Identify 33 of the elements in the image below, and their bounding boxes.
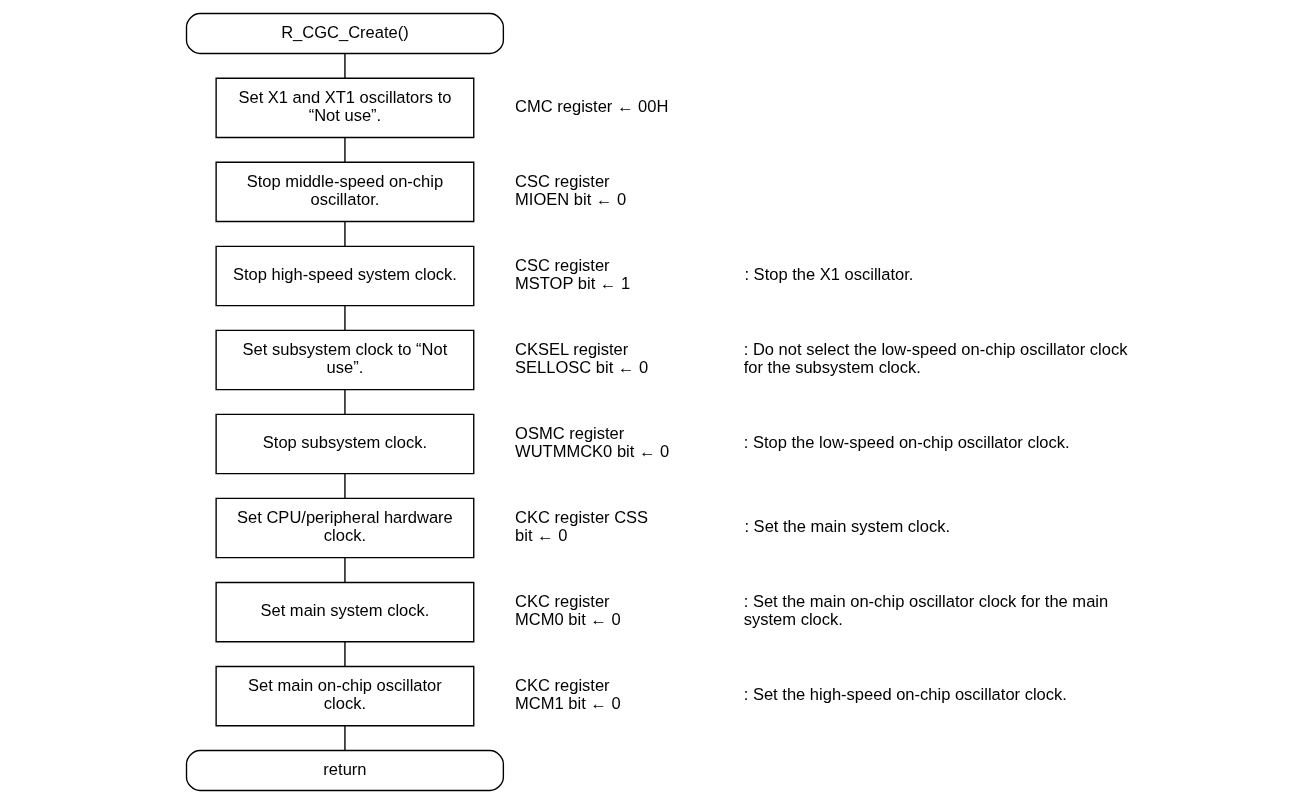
node-label: CKC register CSS bit ← 0 [515,508,649,546]
connector [344,557,346,583]
label: : Stop the X1 oscillator. [744,265,914,285]
node-label: CMC register ← 00H [515,97,669,117]
node-box: Stop high-speed system clock. [215,245,475,307]
node-box: R_CGC_Create() [185,12,505,55]
connector [344,641,346,667]
connector [344,725,346,752]
node-box: Stop middle-speed on-chip oscillator. [215,161,475,223]
node-box: Stop subsystem clock. [215,413,475,475]
node-label: CKC register MCM0 bit ← 0 [515,592,621,630]
node-box: Set CPU/peripheral hardware clock. [215,497,475,559]
connector [344,389,346,415]
node-box: Set X1 and XT1 oscillators to “Not use”. [215,77,475,139]
connector [344,53,346,79]
node-box: Set main system clock. [215,581,475,643]
connector [344,221,346,247]
node-label: CKSEL register SELLOSC bit ← 0 [515,340,649,378]
label: : Set the high-speed on-chip oscillator clock. [743,685,1067,705]
connector [344,305,346,331]
node-box: Set main on-chip oscillator clock. [215,665,475,727]
connector [344,137,346,163]
node-box: return [185,749,505,792]
label: : Stop the low-speed on-chip oscillator clock. [743,433,1070,453]
label: : Set the main on-chip oscillator clock for the main system clock. [743,592,1109,630]
label: : Do not select the low-speed on-chip oscillator clock for the subsystem clock. [743,340,1128,378]
node-label: CSC register MIOEN bit ← 0 [515,172,627,210]
label: : Set the main system clock. [744,517,951,537]
node-box: Set subsystem clock to “Not use”. [215,329,475,391]
connector [344,473,346,499]
node-label: OSMC register WUTMMCK0 bit ← 0 [515,424,670,462]
node-label: CSC register MSTOP bit ← 1 [515,256,631,294]
node-label: CKC register MCM1 bit ← 0 [515,676,621,714]
